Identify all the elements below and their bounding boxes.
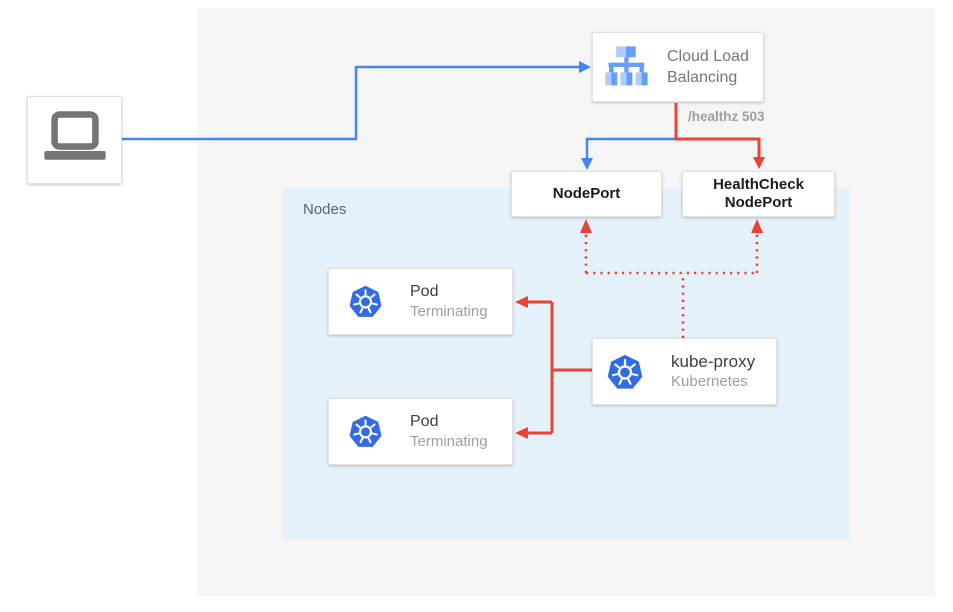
client-node	[27, 96, 122, 184]
clb-label-line2: Balancing	[667, 69, 738, 86]
pod-1-node: Pod Terminating	[328, 268, 513, 335]
kube-proxy-title: kube-proxy	[671, 352, 756, 371]
cloud-load-balancing-icon	[601, 41, 653, 93]
kubernetes-icon	[347, 413, 384, 450]
healthcheck-nodeport-node: HealthCheck NodePort	[682, 171, 835, 217]
healthcheck-label-line1: HealthCheck	[713, 176, 804, 193]
laptop-icon	[40, 110, 110, 170]
pod-status: Terminating	[410, 433, 488, 450]
kube-proxy-subtitle: Kubernetes	[671, 373, 748, 390]
nodes-container-label: Nodes	[303, 201, 347, 218]
pod-status: Terminating	[410, 303, 488, 320]
nodeport-node: NodePort	[511, 171, 662, 217]
pod-title: Pod	[410, 413, 439, 430]
pod-title: Pod	[410, 283, 439, 300]
clb-label-line1: Cloud Load	[667, 48, 749, 65]
pod-2-node: Pod Terminating	[328, 398, 513, 465]
kube-proxy-node: kube-proxy Kubernetes	[592, 338, 777, 405]
healthz-status-label: /healthz 503	[688, 109, 765, 124]
cloud-load-balancing-node: Cloud Load Balancing	[592, 32, 764, 102]
kubernetes-icon	[605, 352, 645, 392]
nodeport-label: NodePort	[552, 185, 621, 202]
healthcheck-label-line2: NodePort	[724, 194, 793, 211]
kubernetes-icon	[347, 283, 384, 320]
